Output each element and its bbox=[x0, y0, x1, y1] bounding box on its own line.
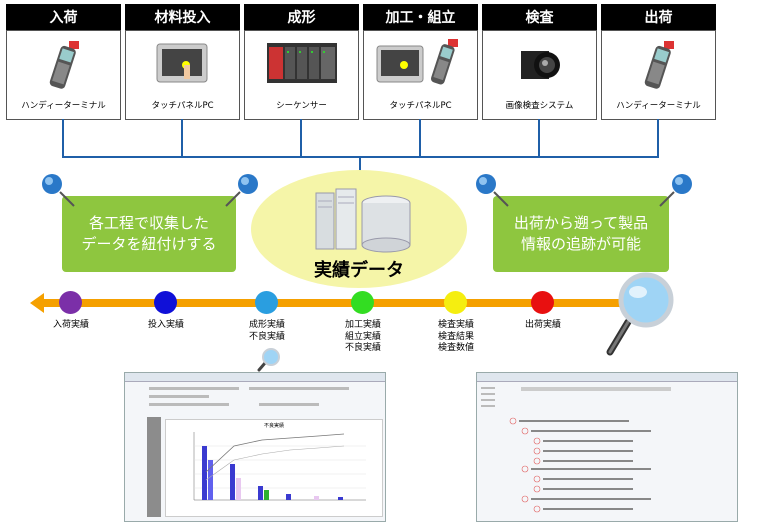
search-bar bbox=[501, 385, 731, 395]
connector-line bbox=[359, 156, 361, 176]
connector-line bbox=[419, 119, 421, 157]
handheld-terminal-icon bbox=[430, 39, 458, 85]
touch-panel-pc-icon bbox=[376, 45, 424, 83]
connector-line bbox=[62, 119, 64, 157]
left-note-text: 各工程で収集した データを紐付けする bbox=[81, 214, 217, 253]
process-title-molding: 成形 bbox=[244, 4, 359, 30]
timeline-label-text: 成形実績 不良実績 bbox=[248, 320, 285, 342]
nav-panel bbox=[481, 385, 497, 415]
pushpin-icon bbox=[225, 174, 258, 207]
timeline-label-inspection: 検査実績 検査結果 検査数値 bbox=[431, 320, 481, 355]
defect-report-screenshot: 不良実績 bbox=[124, 372, 386, 522]
timeline-dot-shipping bbox=[531, 291, 554, 314]
device-label: シーケンサー bbox=[276, 101, 327, 111]
timeline-label-shipping: 出荷実績 bbox=[518, 320, 568, 332]
process-box-shipping: ハンディーターミナル bbox=[601, 30, 716, 120]
process-box-receiving: ハンディーターミナル bbox=[6, 30, 121, 120]
timeline-label-text: 検査実績 検査結果 検査数値 bbox=[437, 320, 474, 353]
connector-line bbox=[300, 119, 302, 157]
magnifier-icon bbox=[606, 272, 674, 356]
pushpin-icon bbox=[659, 174, 692, 207]
timeline-label-input: 投入実績 bbox=[141, 320, 191, 332]
center-label: 実績データ bbox=[314, 260, 404, 281]
server-icon bbox=[315, 188, 411, 253]
right-note-text: 出荷から遡って製品 情報の追跡が可能 bbox=[513, 214, 649, 253]
connector-line bbox=[538, 119, 540, 157]
magnifier-small-icon bbox=[257, 348, 280, 372]
process-title-shipping: 出荷 bbox=[601, 4, 716, 30]
timeline-dot-receiving bbox=[59, 291, 82, 314]
plc-sequencer-icon bbox=[267, 43, 337, 83]
process-title-material-input: 材料投入 bbox=[125, 4, 240, 30]
timeline-label-processing: 加工実績 組立実績 不良実績 bbox=[338, 320, 388, 355]
handheld-terminal-icon bbox=[49, 41, 79, 89]
handheld-terminal-icon bbox=[644, 41, 674, 89]
connector-line bbox=[657, 119, 659, 157]
device-label: ハンディーターミナル bbox=[616, 101, 701, 111]
timeline-label-molding: 成形実績 不良実績 bbox=[242, 320, 292, 343]
timeline-label-text: 出荷実績 bbox=[524, 320, 561, 330]
process-box-inspection: 画像検査システム bbox=[482, 30, 597, 120]
connector-line bbox=[181, 119, 183, 157]
process-box-material-input: タッチパネルPC bbox=[125, 30, 240, 120]
timeline-dot-input bbox=[154, 291, 177, 314]
traceability-screenshot bbox=[476, 372, 738, 522]
timeline-arrow bbox=[30, 293, 655, 313]
timeline-label-text: 投入実績 bbox=[147, 320, 184, 330]
trace-tree bbox=[509, 417, 651, 513]
timeline-dot-inspection bbox=[444, 291, 467, 314]
process-box-processing-assembly: タッチパネルPC bbox=[363, 30, 478, 120]
timeline-label-text: 加工実績 組立実績 不良実績 bbox=[344, 320, 381, 353]
mini-chart bbox=[193, 432, 366, 501]
timeline-label-receiving: 入荷実績 bbox=[46, 320, 96, 332]
timeline-label-text: 入荷実績 bbox=[52, 320, 89, 330]
window-titlebar bbox=[477, 373, 737, 382]
left-note: 各工程で収集した データを紐付けする bbox=[62, 196, 236, 272]
data-ellipse bbox=[251, 170, 467, 288]
device-label: 画像検査システム bbox=[505, 101, 574, 111]
timeline-dot-processing bbox=[351, 291, 374, 314]
pushpin-icon bbox=[42, 174, 75, 207]
process-title-inspection: 検査 bbox=[482, 4, 597, 30]
touch-panel-pc-icon bbox=[156, 43, 208, 83]
filter-panel bbox=[129, 385, 379, 415]
chart-title: 不良実績 bbox=[263, 423, 284, 429]
device-label: タッチパネルPC bbox=[151, 101, 214, 111]
pushpin-icon bbox=[476, 174, 509, 207]
window-titlebar bbox=[125, 373, 385, 382]
camera-icon bbox=[521, 51, 560, 79]
chart-area: 不良実績 bbox=[165, 419, 383, 517]
side-list bbox=[147, 417, 161, 517]
timeline-dot-molding bbox=[255, 291, 278, 314]
device-label: タッチパネルPC bbox=[389, 101, 452, 111]
process-box-molding: シーケンサー bbox=[244, 30, 359, 120]
process-title-processing-assembly: 加工・組立 bbox=[363, 4, 478, 30]
process-title-receiving: 入荷 bbox=[6, 4, 121, 30]
right-note: 出荷から遡って製品 情報の追跡が可能 bbox=[493, 196, 669, 272]
device-label: ハンディーターミナル bbox=[21, 101, 106, 111]
